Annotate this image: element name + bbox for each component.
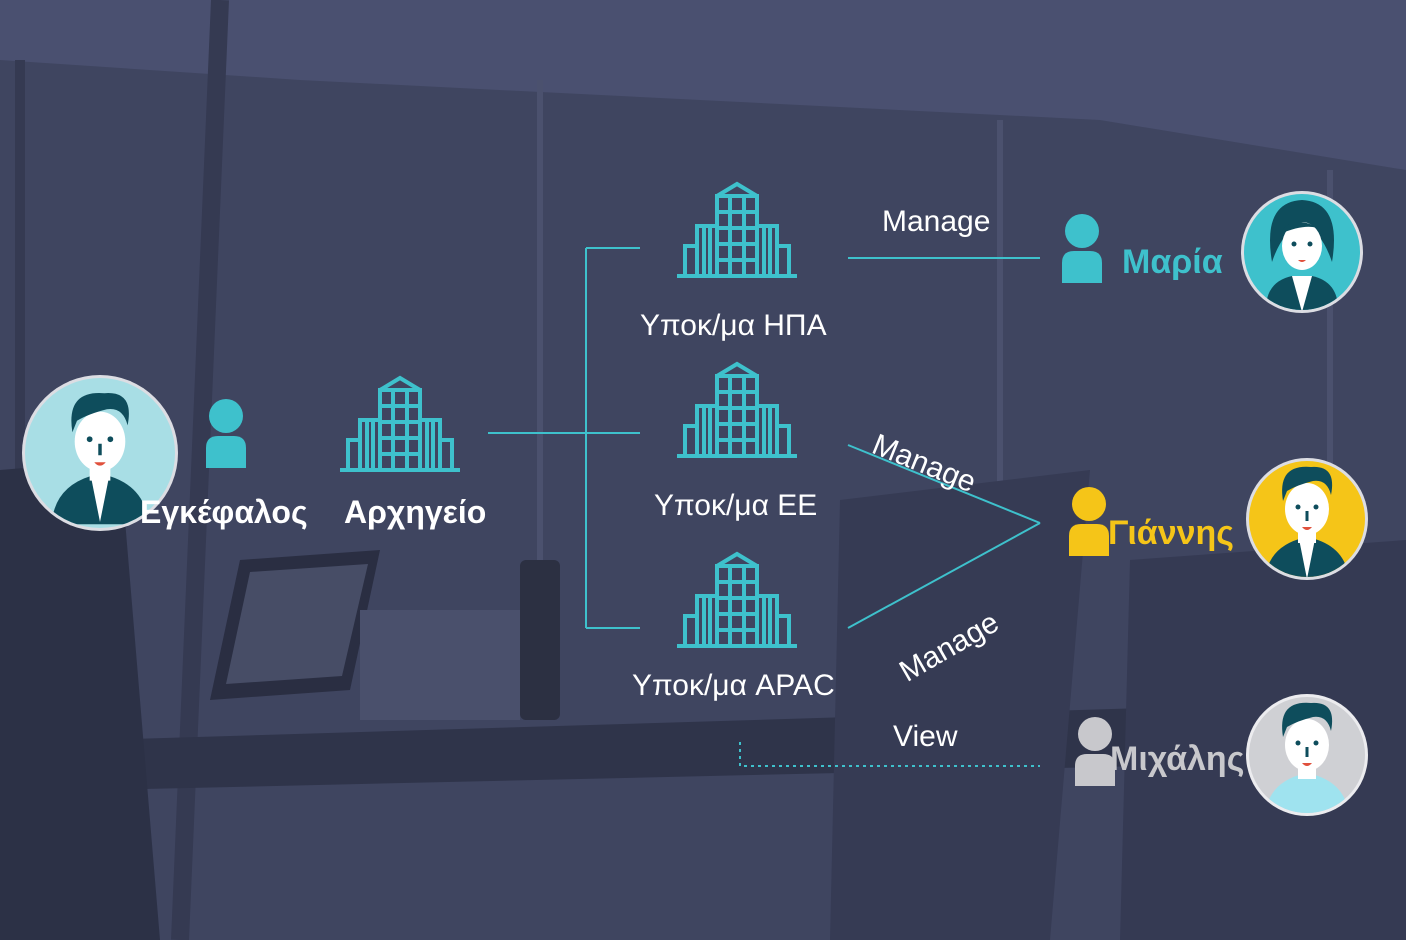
ceo-label: Εγκέφαλος [140, 494, 308, 530]
connector-lines [488, 247, 1041, 767]
edge-label-manage: Manage [882, 205, 991, 238]
subsidiary-label-apac: Υποκ/μα APAC [632, 669, 835, 702]
hq-label: Αρχηγείο [344, 494, 487, 530]
user-label-giannis: Γιάννης [1108, 514, 1234, 552]
user-label-michalis: Μιχάλης [1110, 740, 1245, 778]
edge-label-view: View [893, 720, 958, 753]
ceo-avatar-icon [22, 375, 178, 531]
subsidiary-label-eu: Υποκ/μα ΕΕ [654, 489, 818, 522]
edge-line-apac-giannis [847, 522, 1041, 629]
subsidiary-label-usa: Υποκ/μα ΗΠΑ [640, 309, 827, 342]
female-avatar-icon [1241, 191, 1363, 313]
male-avatar-icon [1246, 458, 1368, 580]
male-avatar-icon [1246, 694, 1368, 816]
edge-line-eu-giannis [847, 444, 1041, 524]
edge-line-apac-michalis [739, 742, 1040, 767]
user-label-maria: Μαρία [1122, 243, 1223, 281]
